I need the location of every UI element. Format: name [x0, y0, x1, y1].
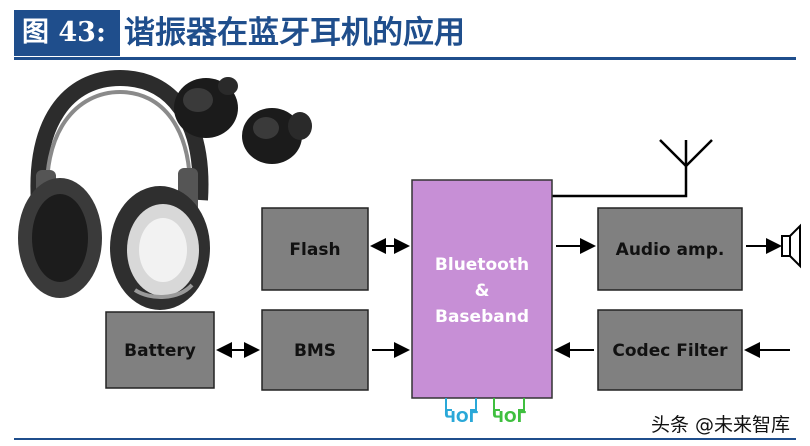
- codec-filter-label: Codec Filter: [612, 341, 728, 361]
- codec-filter-block: [597, 309, 743, 391]
- crystal-resonator-green: ЧОГ: [492, 398, 527, 426]
- speaker-icon: [781, 223, 801, 269]
- flash-label: Flash: [289, 240, 340, 260]
- header-rule: [14, 57, 796, 60]
- audio-amp-block: [597, 207, 743, 291]
- battery-block: [105, 311, 215, 389]
- bluetooth-label-line2: &: [475, 281, 490, 301]
- bluetooth-label-line3: Baseband: [435, 307, 529, 327]
- bms-label: BMS: [294, 341, 336, 361]
- bms-block: [261, 309, 369, 391]
- earbuds-image: [174, 77, 312, 164]
- bluetooth-baseband-block: [411, 179, 553, 399]
- audio-amp-label: Audio amp.: [616, 240, 725, 260]
- footer-rule: [14, 438, 796, 440]
- figure-label: 图 43:: [14, 10, 120, 56]
- crystal-label: ЧОГ: [492, 408, 527, 426]
- battery-label: Battery: [124, 341, 196, 361]
- watermark-text: 头条 @未来智库: [650, 414, 790, 436]
- figure-title: 谐振器在蓝牙耳机的应用: [124, 15, 465, 51]
- antenna-icon: [552, 139, 713, 198]
- bluetooth-label-line1: Bluetooth: [435, 255, 529, 275]
- crystal-label: ЧОГ: [444, 408, 479, 426]
- flash-block: [261, 207, 369, 291]
- crystal-resonator-blue: ЧОГ: [444, 398, 479, 426]
- figure-header: 图 43: 谐振器在蓝牙耳机的应用: [0, 0, 810, 60]
- bluetooth-headset-diagram: Flash Battery BMS Audio amp. Codec Filte…: [18, 69, 801, 426]
